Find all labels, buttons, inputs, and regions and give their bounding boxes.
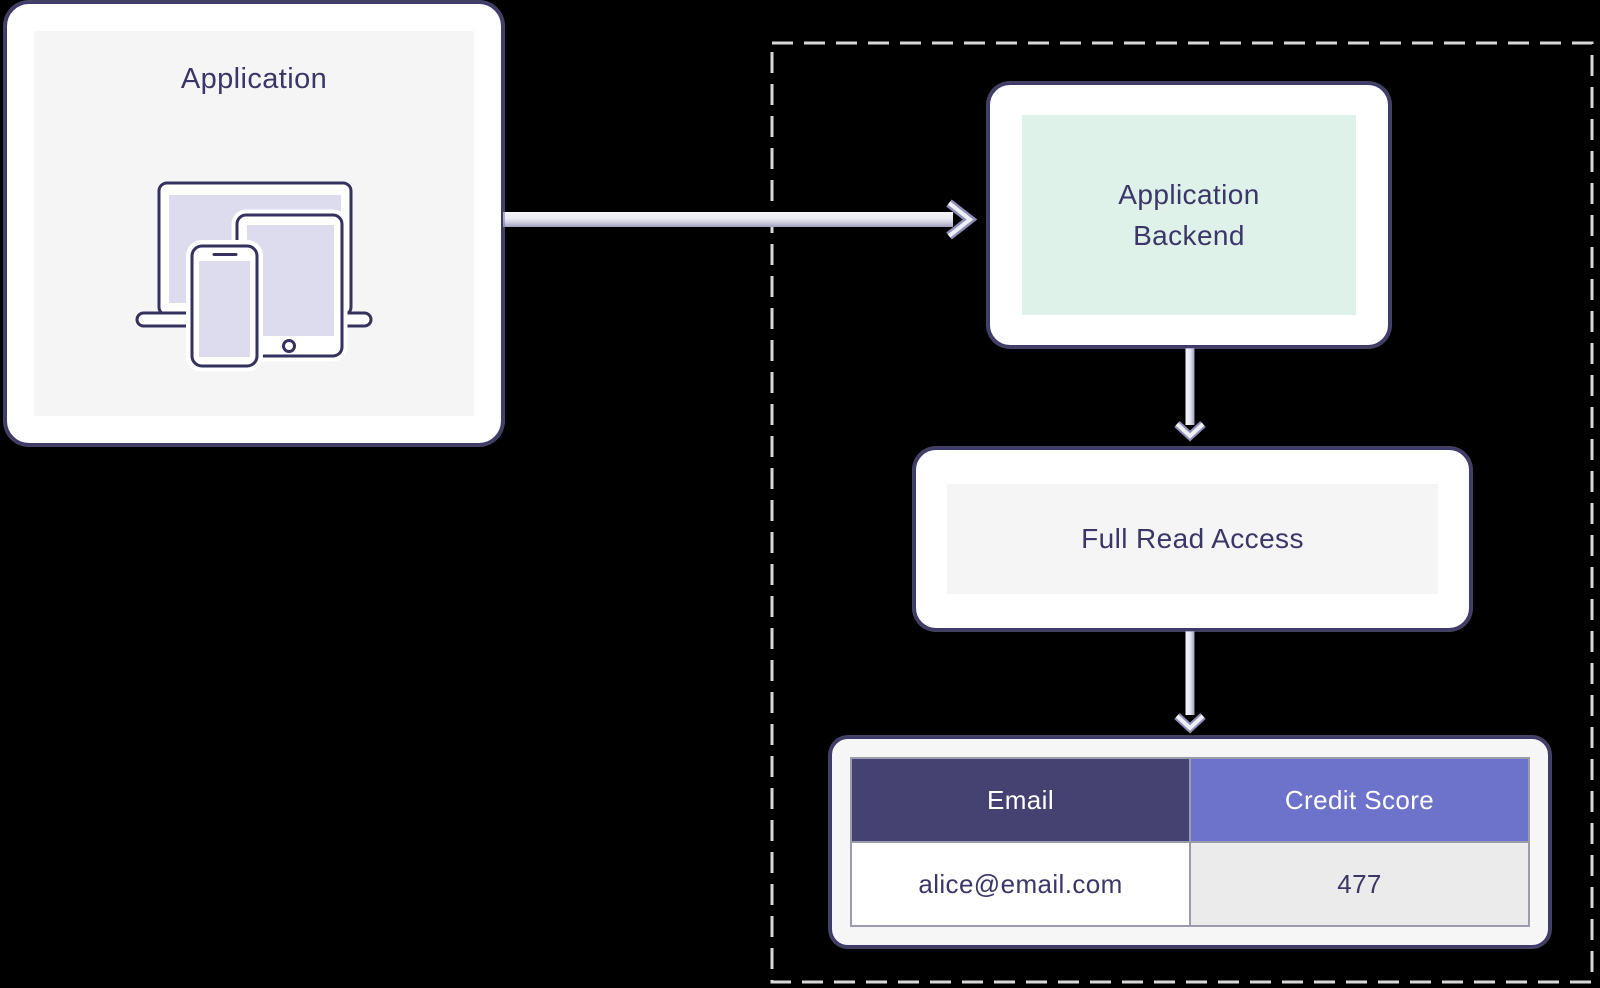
application-panel: Application <box>34 31 474 416</box>
full-read-access-panel: Full Read Access <box>947 484 1438 594</box>
application-backend-label-line1: Application <box>1118 179 1260 210</box>
full-read-access-node: Full Read Access <box>914 448 1471 630</box>
arrow-full-read-to-table <box>1174 631 1206 734</box>
application-label: Application <box>180 63 328 95</box>
devices-icon <box>135 181 373 371</box>
table-cell-email: alice@email.com <box>852 843 1189 925</box>
table-cell-credit-score: 477 <box>1191 843 1528 925</box>
column-header-email: Email <box>852 759 1189 841</box>
column-header-credit-score: Credit Score <box>1191 759 1528 841</box>
result-table: Email Credit Score alice@email.com 477 <box>850 757 1530 927</box>
result-table-container: Email Credit Score alice@email.com 477 <box>830 737 1550 947</box>
application-backend-node: Application Backend <box>988 83 1390 347</box>
arrow-backend-to-full-read <box>1174 348 1206 442</box>
application-node: Application <box>5 2 503 445</box>
application-backend-label-line2: Backend <box>1133 220 1245 251</box>
application-backend-panel: Application Backend <box>1022 115 1356 315</box>
arrow-application-to-backend <box>503 199 978 240</box>
dashed-boundary <box>770 41 1594 984</box>
full-read-access-label: Full Read Access <box>1081 523 1304 554</box>
